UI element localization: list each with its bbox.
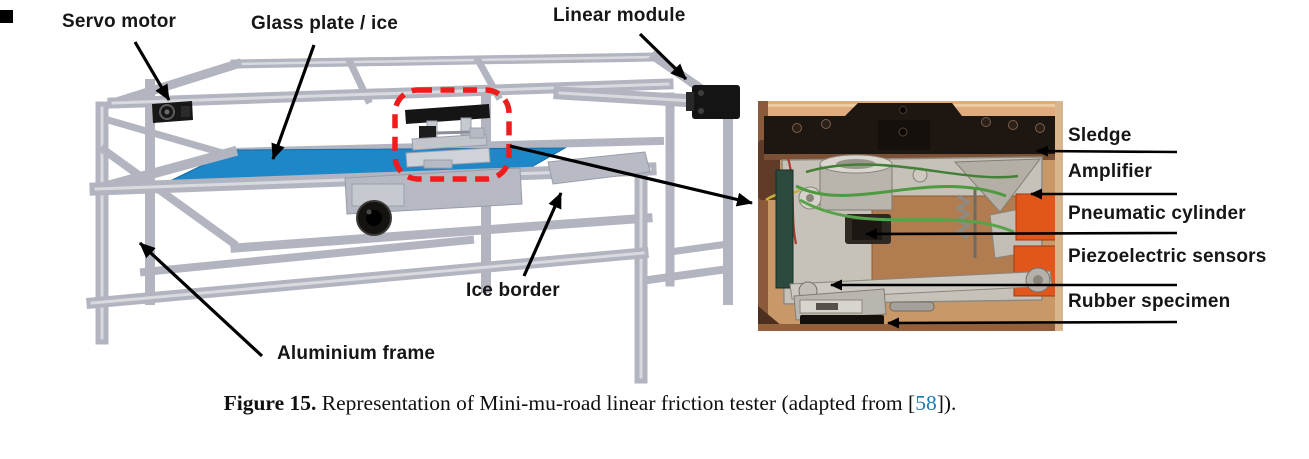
label-piezoelectric-sensors: Piezoelectric sensors	[1068, 246, 1267, 267]
figure-caption: Figure 15. Representation of Mini-mu-roa…	[0, 391, 1180, 416]
photo-callout-lines	[830, 145, 1178, 329]
callout-rubber	[887, 317, 1178, 329]
arrow-detail-connector	[509, 144, 753, 207]
sledge-highlight-box	[392, 87, 512, 182]
linear-module-graphic	[553, 85, 740, 119]
annotation-arrows	[133, 32, 753, 358]
arrow-linear-module	[638, 32, 688, 81]
label-ice-border: Ice border	[466, 280, 560, 301]
label-amplifier: Amplifier	[1068, 161, 1153, 182]
callout-pneumatic	[865, 228, 1178, 240]
label-aluminium-frame: Aluminium frame	[277, 343, 436, 364]
caption-tail: ]).	[936, 391, 957, 415]
caption-text: Representation of Mini-mu-road linear fr…	[316, 391, 916, 415]
corner-mark	[0, 10, 13, 23]
label-sledge: Sledge	[1068, 125, 1132, 146]
sledge-graphic	[405, 104, 491, 169]
citation-link[interactable]: 58	[915, 391, 937, 415]
arrow-glass-plate	[271, 44, 316, 160]
callout-sledge	[1036, 145, 1178, 157]
caption-figure-label: Figure 15.	[223, 391, 317, 415]
arrow-aluminium-frame	[138, 241, 264, 358]
label-pneumatic-cylinder: Pneumatic cylinder	[1068, 203, 1246, 224]
servo-motor-graphic	[152, 101, 193, 123]
photo-sledge-bar	[764, 103, 1058, 156]
label-linear-module: Linear module	[553, 5, 686, 26]
label-glass-plate: Glass plate / ice	[251, 13, 399, 34]
label-rubber-specimen: Rubber specimen	[1068, 291, 1231, 312]
label-servo-motor: Servo motor	[62, 11, 177, 32]
arrow-ice-border	[522, 192, 563, 277]
arrow-servo-motor	[133, 41, 171, 101]
sledge-photo	[758, 101, 1063, 331]
